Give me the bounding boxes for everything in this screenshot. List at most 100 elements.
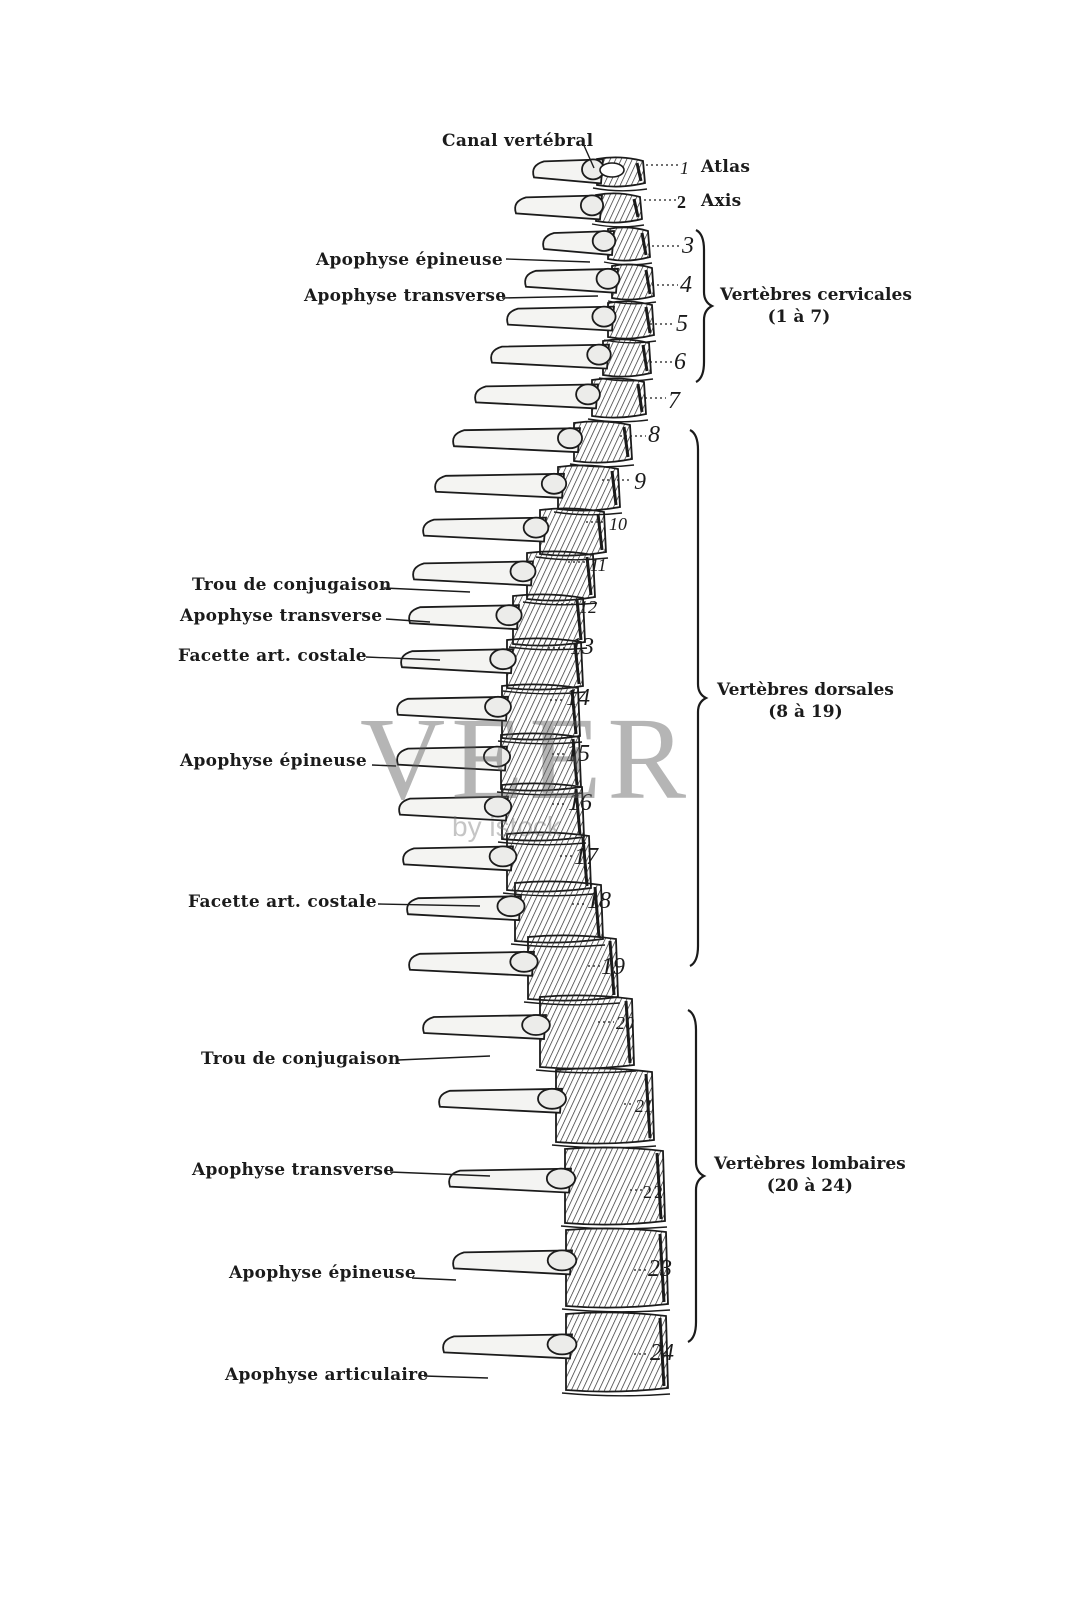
vertebra-11 [412,550,598,606]
label-apophyse-transverse-3: Apophyse transverse [192,1160,395,1180]
articular-facet-23 [546,1249,578,1272]
brace-lombaires [687,1009,707,1343]
articular-facet-14 [484,695,512,718]
intervertebral-disc-7 [587,418,649,423]
leader-line-6 [365,656,441,661]
articular-facet-3 [591,230,617,252]
vertebra-shade-16 [574,788,582,836]
label-apophyse-transverse-2: Apophyse transverse [180,606,383,626]
vertebra-process-5 [506,305,615,332]
vertebra-body-8 [573,420,633,464]
vertebra-shade-10 [596,513,604,551]
vertebra-process-12 [408,604,520,631]
vertebra-shade-3 [640,232,648,256]
vertebra-number-13: 13 [570,634,594,660]
label-apophyse-epineuse-3: Apophyse épineuse [229,1263,417,1283]
vertebra-process-10 [422,516,547,543]
intervertebral-disc-1 [592,187,648,192]
vertebra-process-4 [524,267,619,294]
vertebra-shade-18 [593,886,601,938]
vertebra-body-22 [564,1146,666,1226]
label-apophyse-epineuse-2: Apophyse épineuse [180,751,368,771]
vertebra-process-9 [434,472,565,499]
vertebra-number-19: 19 [601,954,625,980]
vertebra-shade-14 [570,689,578,735]
vertebra-number-15: 15 [566,741,590,767]
watermark-subtext: by istock [452,811,561,842]
articular-facet-11 [509,560,537,583]
label-trou-de-conjugaison-1: Trou de conjugaison [192,575,392,595]
vertebra-number-20: 20 [616,1013,634,1033]
leader-line-2 [505,258,591,263]
vertebra-shade-11 [585,556,593,596]
vertebra-22 [448,1146,668,1230]
vertebra-shade-20 [624,1000,632,1064]
vertebra-shade-22 [655,1152,663,1220]
intervertebral-disc-2 [591,223,645,228]
vertebra-process-6 [490,343,610,370]
vertebra-shade-15 [571,738,579,786]
vertebra-number-5: 5 [676,311,688,337]
leader-line-5 [385,618,431,623]
articular-facet-22 [545,1167,577,1190]
vertebra-number-3: 3 [682,233,694,259]
vertebrae-group [396,156,671,1397]
vertebra-24 [442,1311,671,1397]
vertebra-1 [532,156,648,192]
articular-facet-2 [579,194,605,217]
region-lombaires-range: (20 à 24) [766,1176,853,1196]
vertebra-body-10 [539,507,607,557]
vertebra-shade-13 [573,643,581,685]
articular-facet-17 [488,845,518,868]
vertebra-body-24 [565,1311,669,1393]
vertebra-shade-4 [644,269,652,295]
vertebra-number-21: 21 [635,1096,653,1116]
vertebra-10 [422,507,609,561]
vertebra-number-1: 1 [680,158,689,178]
vertebra-body-20 [539,994,635,1070]
vertebra-body-21 [555,1067,655,1145]
leader-lines [365,140,680,1379]
vertebra-17 [402,831,594,897]
vertebra-process-20 [422,1014,547,1040]
vertebra-process-16 [398,795,509,822]
vertebra-number-24: 24 [650,1340,674,1366]
vertebra-number-7: 7 [668,388,680,414]
vertebra-3 [542,226,653,266]
vertebra-number-22: 22 [643,1182,665,1202]
vertebra-shade-19 [608,940,616,996]
region-dorsales-name: Vertèbres dorsales [717,680,894,700]
vertebra-5 [506,300,657,344]
vertebra-12 [408,593,588,651]
vertebra-body-11 [526,550,596,602]
vertebra-process-14 [396,695,509,722]
articular-facet-18 [496,895,526,918]
region-cervicales-range: (1 à 7) [767,307,831,327]
vertebra-body-5 [607,300,655,340]
vertebra-shade-2 [632,198,640,218]
vertebra-body-7 [591,377,647,419]
articular-facet-8 [557,427,583,450]
vertebra-shade-24 [658,1317,666,1387]
vertebra-shade-9 [610,470,618,506]
region-dorsales-range: (8 à 19) [768,702,843,722]
brace-cervicales [695,229,715,383]
leader-line-8 [377,903,481,907]
vertebra-19 [408,934,621,1006]
vertebra-process-21 [438,1087,563,1114]
vertebra-process-23 [452,1249,573,1276]
articular-facet-9 [540,472,568,495]
vertebra-number-14: 14 [566,685,590,711]
vertebra-number-18: 18 [587,888,611,914]
vertebra-process-24 [442,1333,573,1360]
vertebra-process-11 [412,560,534,587]
articular-facet-12 [495,604,523,627]
leader-line-12 [423,1375,489,1379]
vertebra-shade-5 [644,306,652,334]
vertebra-number-16: 16 [568,790,592,816]
vertebra-number-6: 6 [674,349,686,375]
vertebra-number-17: 17 [574,844,598,870]
region-lombaires: Vertèbres lombaires (20 à 24) [714,1153,906,1197]
